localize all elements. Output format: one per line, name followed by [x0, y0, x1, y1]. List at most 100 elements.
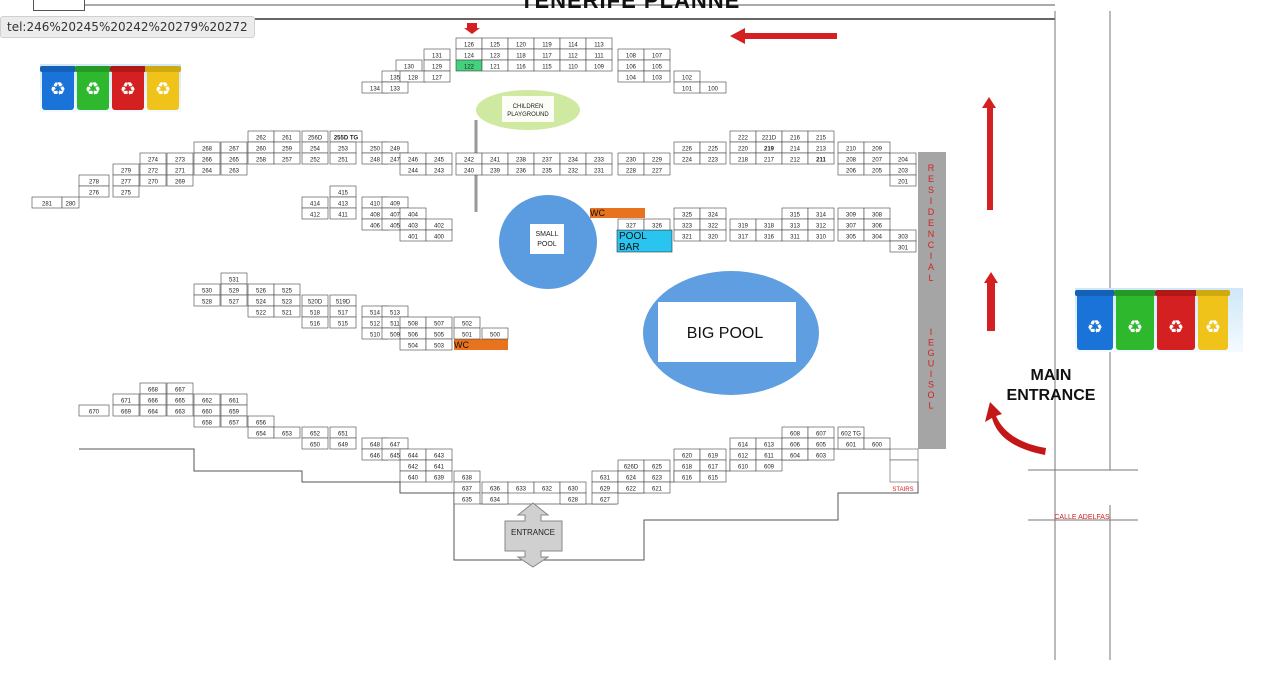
stall-number: 651	[338, 431, 349, 437]
stall-638: 638	[453, 470, 481, 483]
stall-number: 515	[338, 321, 349, 327]
stall-number: 246	[408, 157, 419, 163]
stall-120: 120	[507, 37, 535, 50]
stall-number: 261	[282, 135, 293, 141]
stall-656: 656	[247, 415, 275, 428]
stall-number: 233	[594, 157, 605, 163]
stall-number: 407	[390, 212, 401, 218]
stall-108: 108	[617, 48, 645, 61]
stall-number: 604	[790, 453, 801, 459]
stall-number: 217	[764, 157, 775, 163]
stall-266: 266	[193, 152, 221, 165]
stall-604: 604	[781, 448, 809, 461]
stall-number: 204	[898, 157, 909, 163]
stall-667: 667	[166, 382, 194, 395]
stall-636: 636	[481, 481, 509, 494]
stall-621: 621	[643, 481, 671, 494]
stall-number: 213	[816, 146, 827, 152]
stall-number: 127	[432, 75, 443, 81]
stall-number: 232	[568, 168, 579, 174]
stall-610: 610	[729, 459, 757, 472]
stall-number: 259	[282, 146, 293, 152]
stall-number: 224	[682, 157, 693, 163]
stall-100: 100	[699, 81, 727, 94]
stall-number: 250	[370, 146, 381, 152]
stall-263: 263	[220, 163, 248, 176]
stall-657: 657	[220, 415, 248, 428]
stall-number: 253	[338, 146, 349, 152]
stall-658: 658	[193, 415, 221, 428]
stall-236: 236	[507, 163, 535, 176]
stall-208: 208	[837, 152, 865, 165]
stall-number: 206	[846, 168, 857, 174]
stall-number: 635	[462, 497, 473, 503]
stall-517: 517	[329, 305, 357, 318]
left-arrow-icon	[730, 28, 837, 44]
eguisol-letter: I	[930, 327, 933, 337]
stall-272: 272	[139, 163, 167, 176]
stall-223: 223	[699, 152, 727, 165]
stall-663: 663	[166, 404, 194, 417]
stall-number: 218	[738, 157, 749, 163]
stall-261: 261	[273, 130, 301, 143]
stall-number: 406	[370, 223, 381, 229]
stall-number: 133	[390, 86, 401, 92]
wc-label-1: WC	[590, 208, 605, 218]
stall-260: 260	[247, 141, 275, 154]
stall-number: 658	[202, 420, 213, 426]
stall-314: 314	[807, 207, 835, 220]
recycle-red-icon-2: ♻	[1155, 290, 1197, 350]
stall-number: 636	[490, 486, 501, 492]
stall-number: 324	[708, 212, 719, 218]
stall-519D: 519D	[329, 294, 357, 307]
stall-206: 206	[837, 163, 865, 176]
stall-number: 619	[708, 453, 719, 459]
eguisol-letter: I	[930, 369, 933, 379]
stall-number: 105	[652, 64, 663, 70]
residencial-letter: E	[928, 218, 934, 228]
stall-611: 611	[755, 448, 783, 461]
stall-number: 661	[229, 398, 240, 404]
stall-number: 124	[464, 53, 475, 59]
stall-228: 228	[617, 163, 645, 176]
stall-238: 238	[507, 152, 535, 165]
stall-number: 610	[738, 464, 749, 470]
stall-109: 109	[585, 59, 613, 72]
stall-210: 210	[837, 141, 865, 154]
stall-130: 130	[395, 59, 423, 72]
stall-number: 120	[516, 42, 527, 48]
residencial-letter: S	[928, 185, 934, 195]
stall-number: 130	[404, 64, 415, 70]
stall-415: 415	[329, 185, 357, 198]
stall-number: 511	[390, 321, 400, 327]
stall-309: 309	[837, 207, 865, 220]
stall-number: 106	[626, 64, 637, 70]
stall-318: 318	[755, 218, 783, 231]
stall-669: 669	[112, 404, 140, 417]
stall-628: 628	[559, 492, 587, 505]
stall-number: 118	[516, 53, 526, 59]
stall-number: 669	[121, 409, 132, 415]
stall-number: 275	[121, 190, 132, 196]
stall-number: 117	[542, 53, 552, 59]
stall-number: 135	[390, 75, 401, 81]
stall-237: 237	[533, 152, 561, 165]
stall-661: 661	[220, 393, 248, 406]
stall-526: 526	[247, 283, 275, 296]
stall-518: 518	[301, 305, 329, 318]
stall-119: 119	[533, 37, 561, 50]
stall-number: 305	[846, 234, 857, 240]
stall-number: 227	[652, 168, 663, 174]
stall-623: 623	[643, 470, 671, 483]
stall-number: 616	[682, 475, 693, 481]
stall-615: 615	[699, 470, 727, 483]
stall-325: 325	[673, 207, 701, 220]
stall-number: 624	[626, 475, 637, 481]
stall-number: 303	[898, 234, 909, 240]
stall-306: 306	[863, 218, 891, 231]
stall-number: 215	[816, 135, 827, 141]
stall-number: 123	[490, 53, 501, 59]
recycle-green-icon-2: ♻	[1114, 290, 1156, 350]
stall-number: 401	[408, 234, 419, 240]
